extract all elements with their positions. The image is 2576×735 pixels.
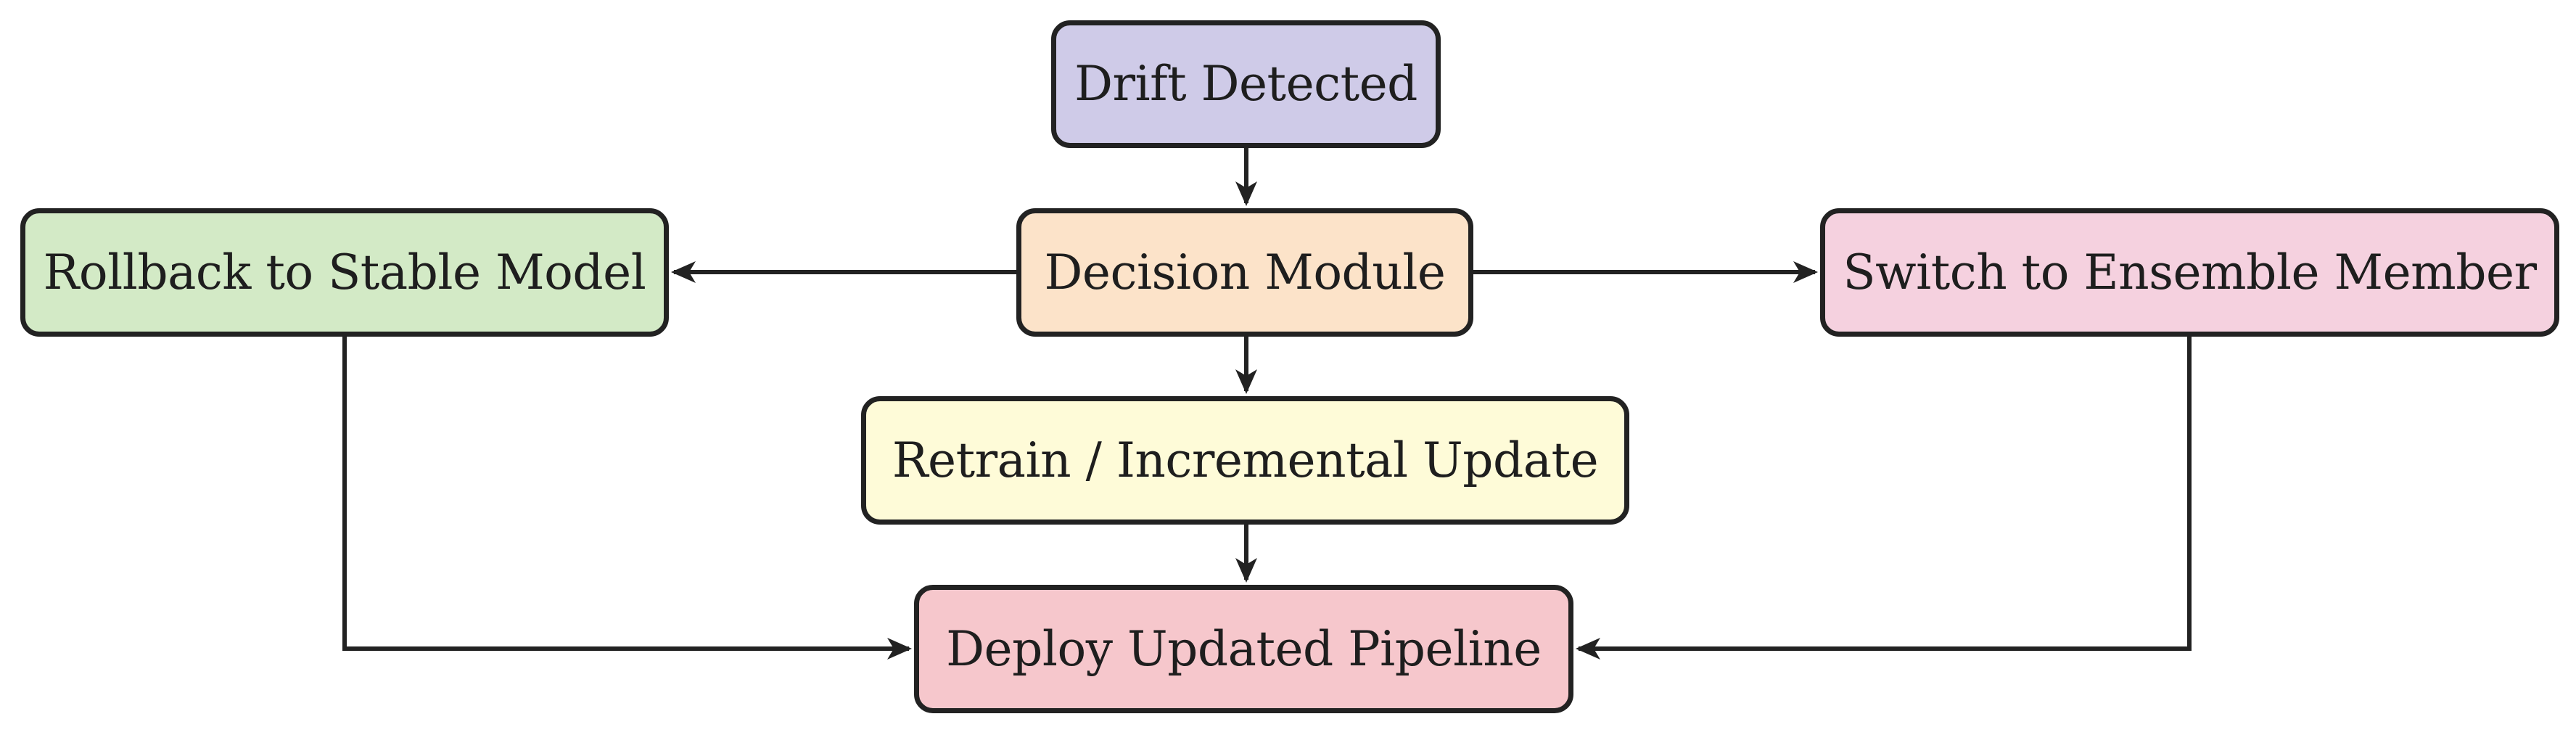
edge-switch-to-deploy xyxy=(1576,337,2192,660)
switch-ensemble-node: Switch to Ensemble Member xyxy=(1820,208,2559,337)
drift-detected-node: Drift Detected xyxy=(1051,20,1441,148)
retrain-label: Retrain / Incremental Update xyxy=(892,432,1599,488)
switch-ensemble-label: Switch to Ensemble Member xyxy=(1843,244,2537,300)
rollback-label: Rollback to Stable Model xyxy=(43,244,646,300)
retrain-node: Retrain / Incremental Update xyxy=(861,396,1629,525)
decision-module-node: Decision Module xyxy=(1016,208,1473,337)
deploy-label: Deploy Updated Pipeline xyxy=(946,620,1542,677)
deploy-node: Deploy Updated Pipeline xyxy=(914,585,1573,713)
decision-module-label: Decision Module xyxy=(1044,244,1446,300)
rollback-node: Rollback to Stable Model xyxy=(20,208,669,337)
edge-rollback-to-deploy xyxy=(342,337,912,660)
drift-detected-label: Drift Detected xyxy=(1074,56,1417,112)
